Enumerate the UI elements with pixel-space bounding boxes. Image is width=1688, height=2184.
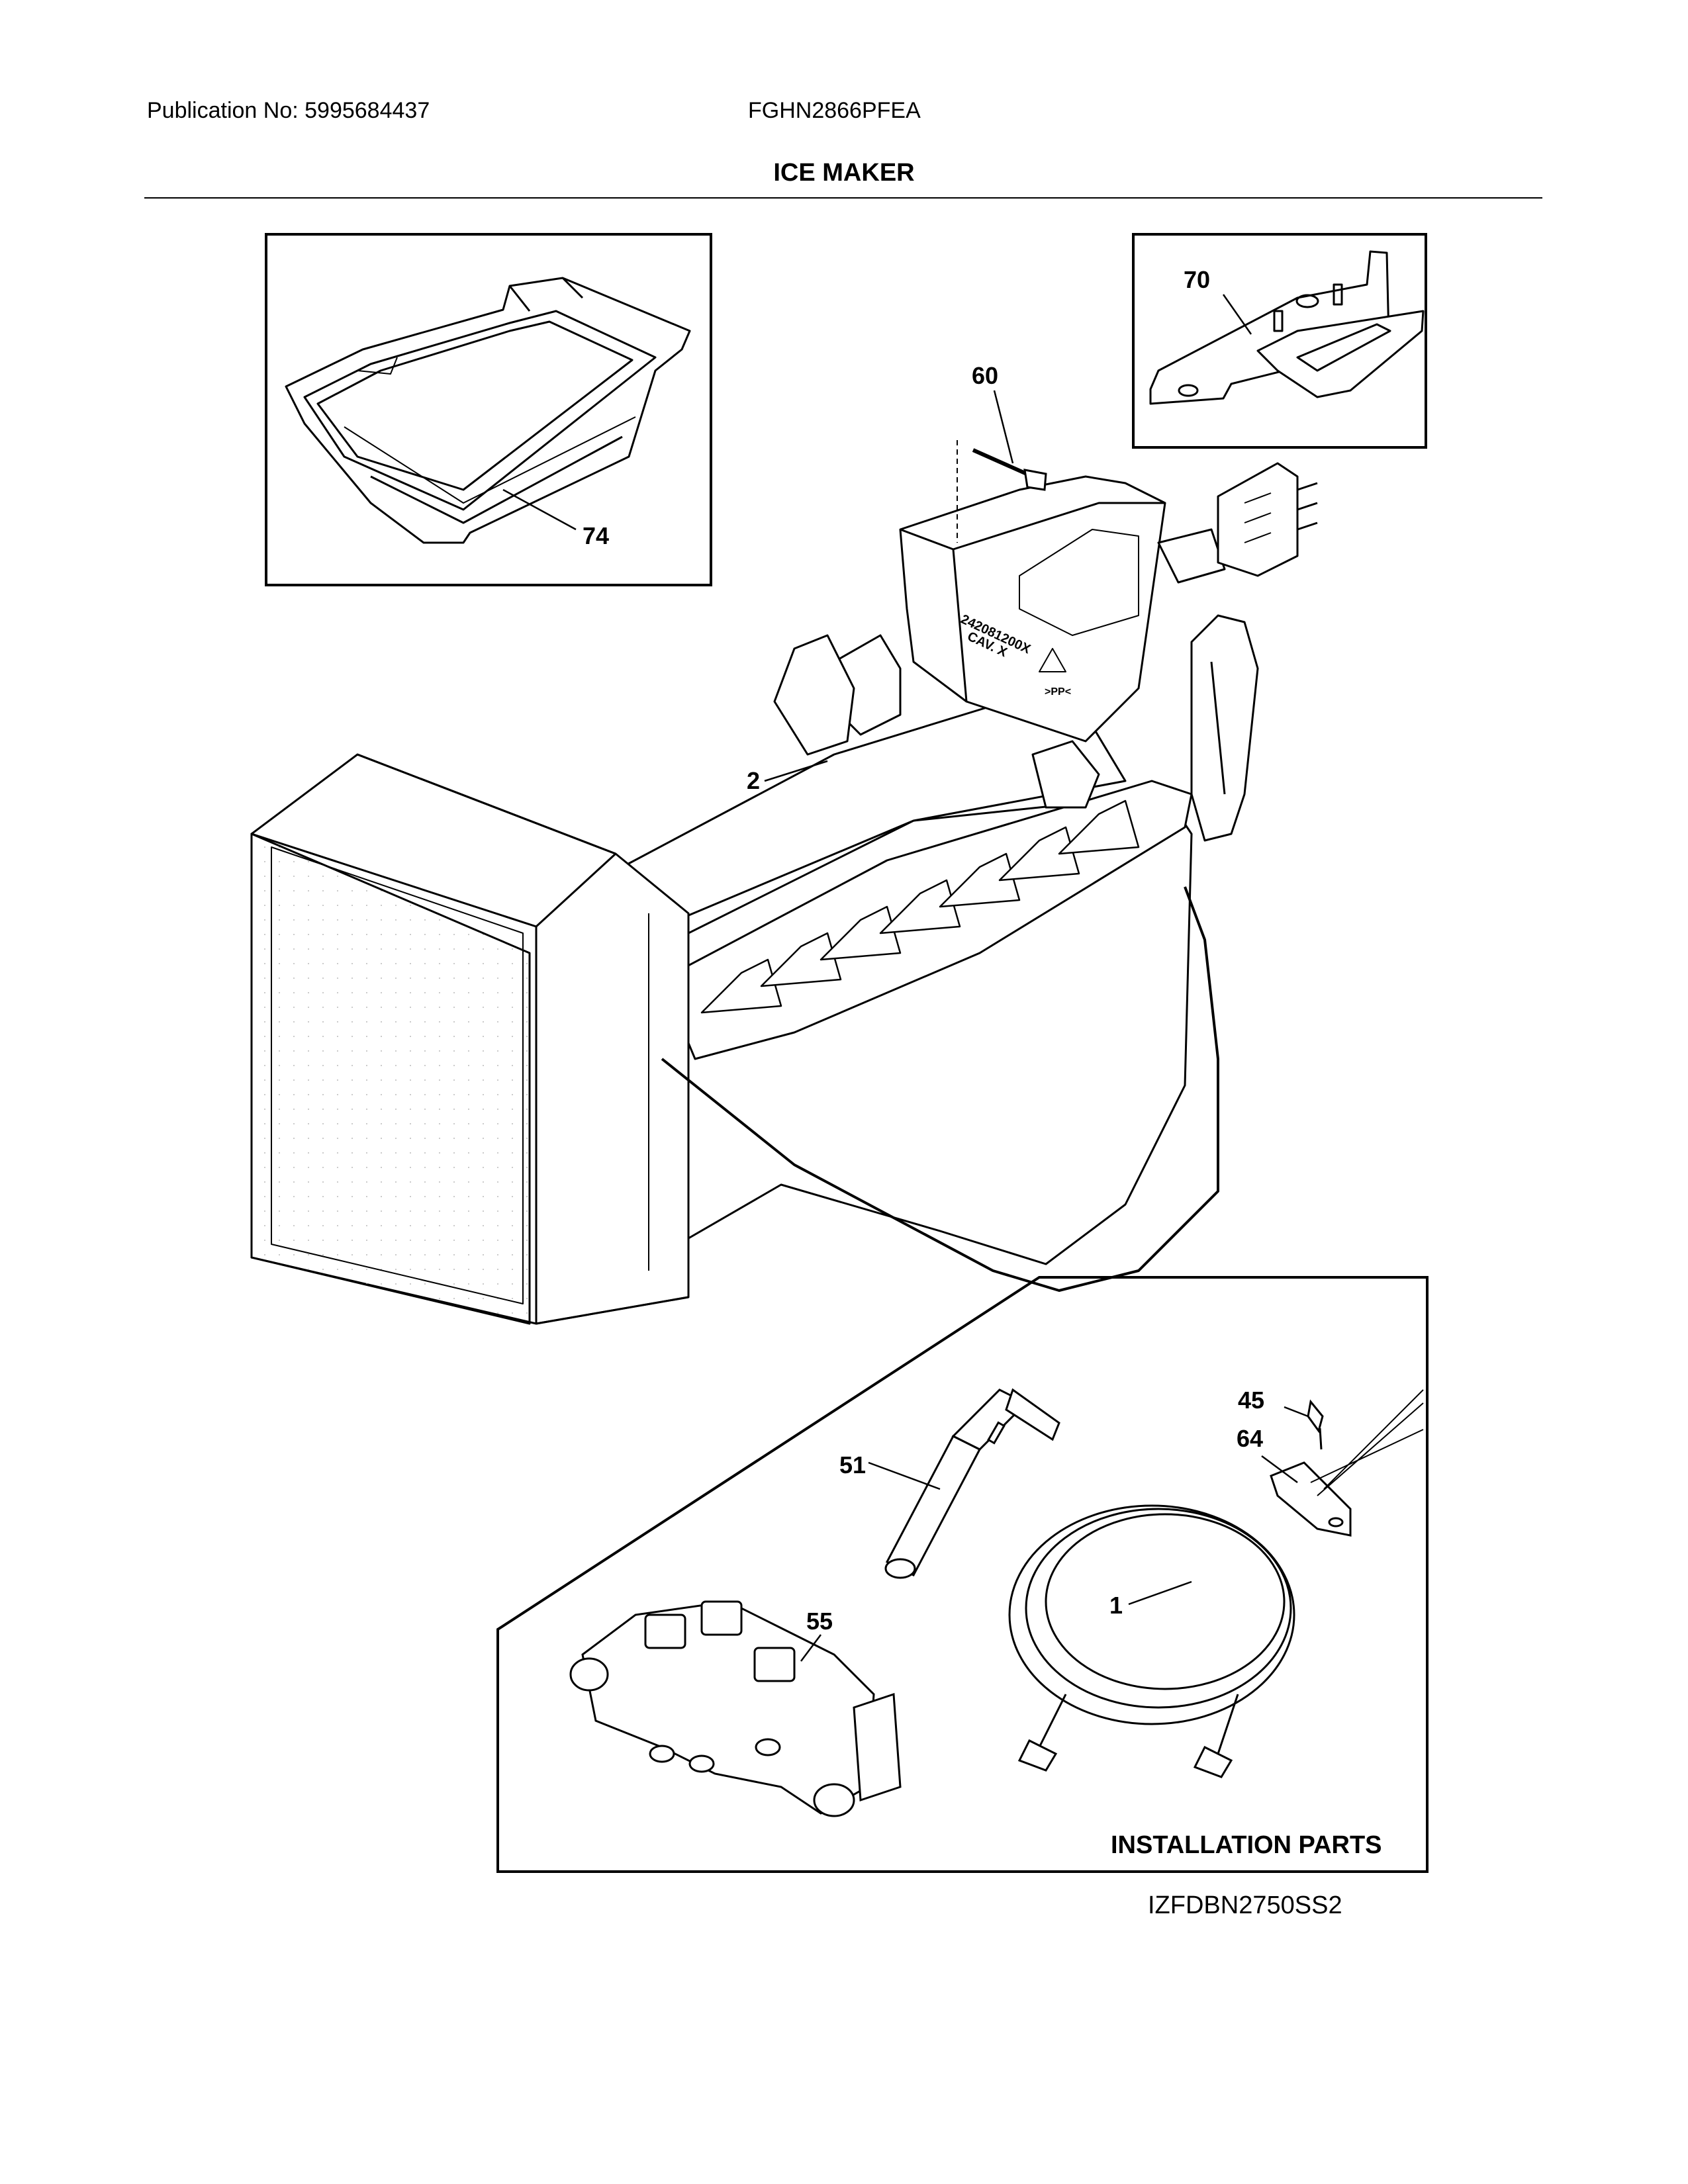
ice-maker-assembly: 242081200X CAV. X >PP<	[250, 462, 1318, 1325]
ice-bucket-drawing	[285, 277, 691, 544]
part-label-2: 2	[747, 767, 760, 794]
publication-number: Publication No: 5995684437	[147, 98, 430, 123]
feeler-arm	[661, 614, 1259, 1292]
recycle-marking: >PP<	[1045, 686, 1071, 698]
model-number: FGHN2866PFEA	[748, 98, 921, 123]
part-label-1: 1	[1109, 1592, 1123, 1619]
title-divider	[144, 197, 1542, 199]
control-housing	[250, 753, 690, 1325]
ice-bucket-inset: 74	[265, 233, 712, 586]
part-label-70: 70	[1184, 266, 1210, 293]
wire-connector	[1217, 462, 1318, 577]
page-title: ICE MAKER	[773, 159, 915, 187]
bracket-inset: 70	[1132, 233, 1427, 449]
diagram-code: IZFDBN2750SS2	[1148, 1891, 1342, 1919]
part-label-55: 55	[806, 1608, 833, 1635]
part-label-60: 60	[972, 362, 998, 389]
clamp-64	[1270, 1389, 1424, 1537]
screw-45	[1307, 1399, 1324, 1450]
screw-60	[957, 440, 1047, 543]
part-label-64: 64	[1237, 1425, 1263, 1452]
water-valve	[569, 1600, 902, 1817]
part-label-74: 74	[583, 522, 609, 549]
fill-cup	[773, 475, 1166, 756]
part-label-45: 45	[1238, 1387, 1264, 1414]
installation-parts-inset: 51 45 64 1	[496, 1276, 1429, 1873]
part-label-51: 51	[839, 1451, 866, 1479]
installation-parts-label: INSTALLATION PARTS	[1111, 1831, 1382, 1859]
bracket-drawing	[1149, 250, 1425, 405]
water-line-coil	[1008, 1504, 1295, 1778]
fill-tube	[884, 1388, 1060, 1579]
